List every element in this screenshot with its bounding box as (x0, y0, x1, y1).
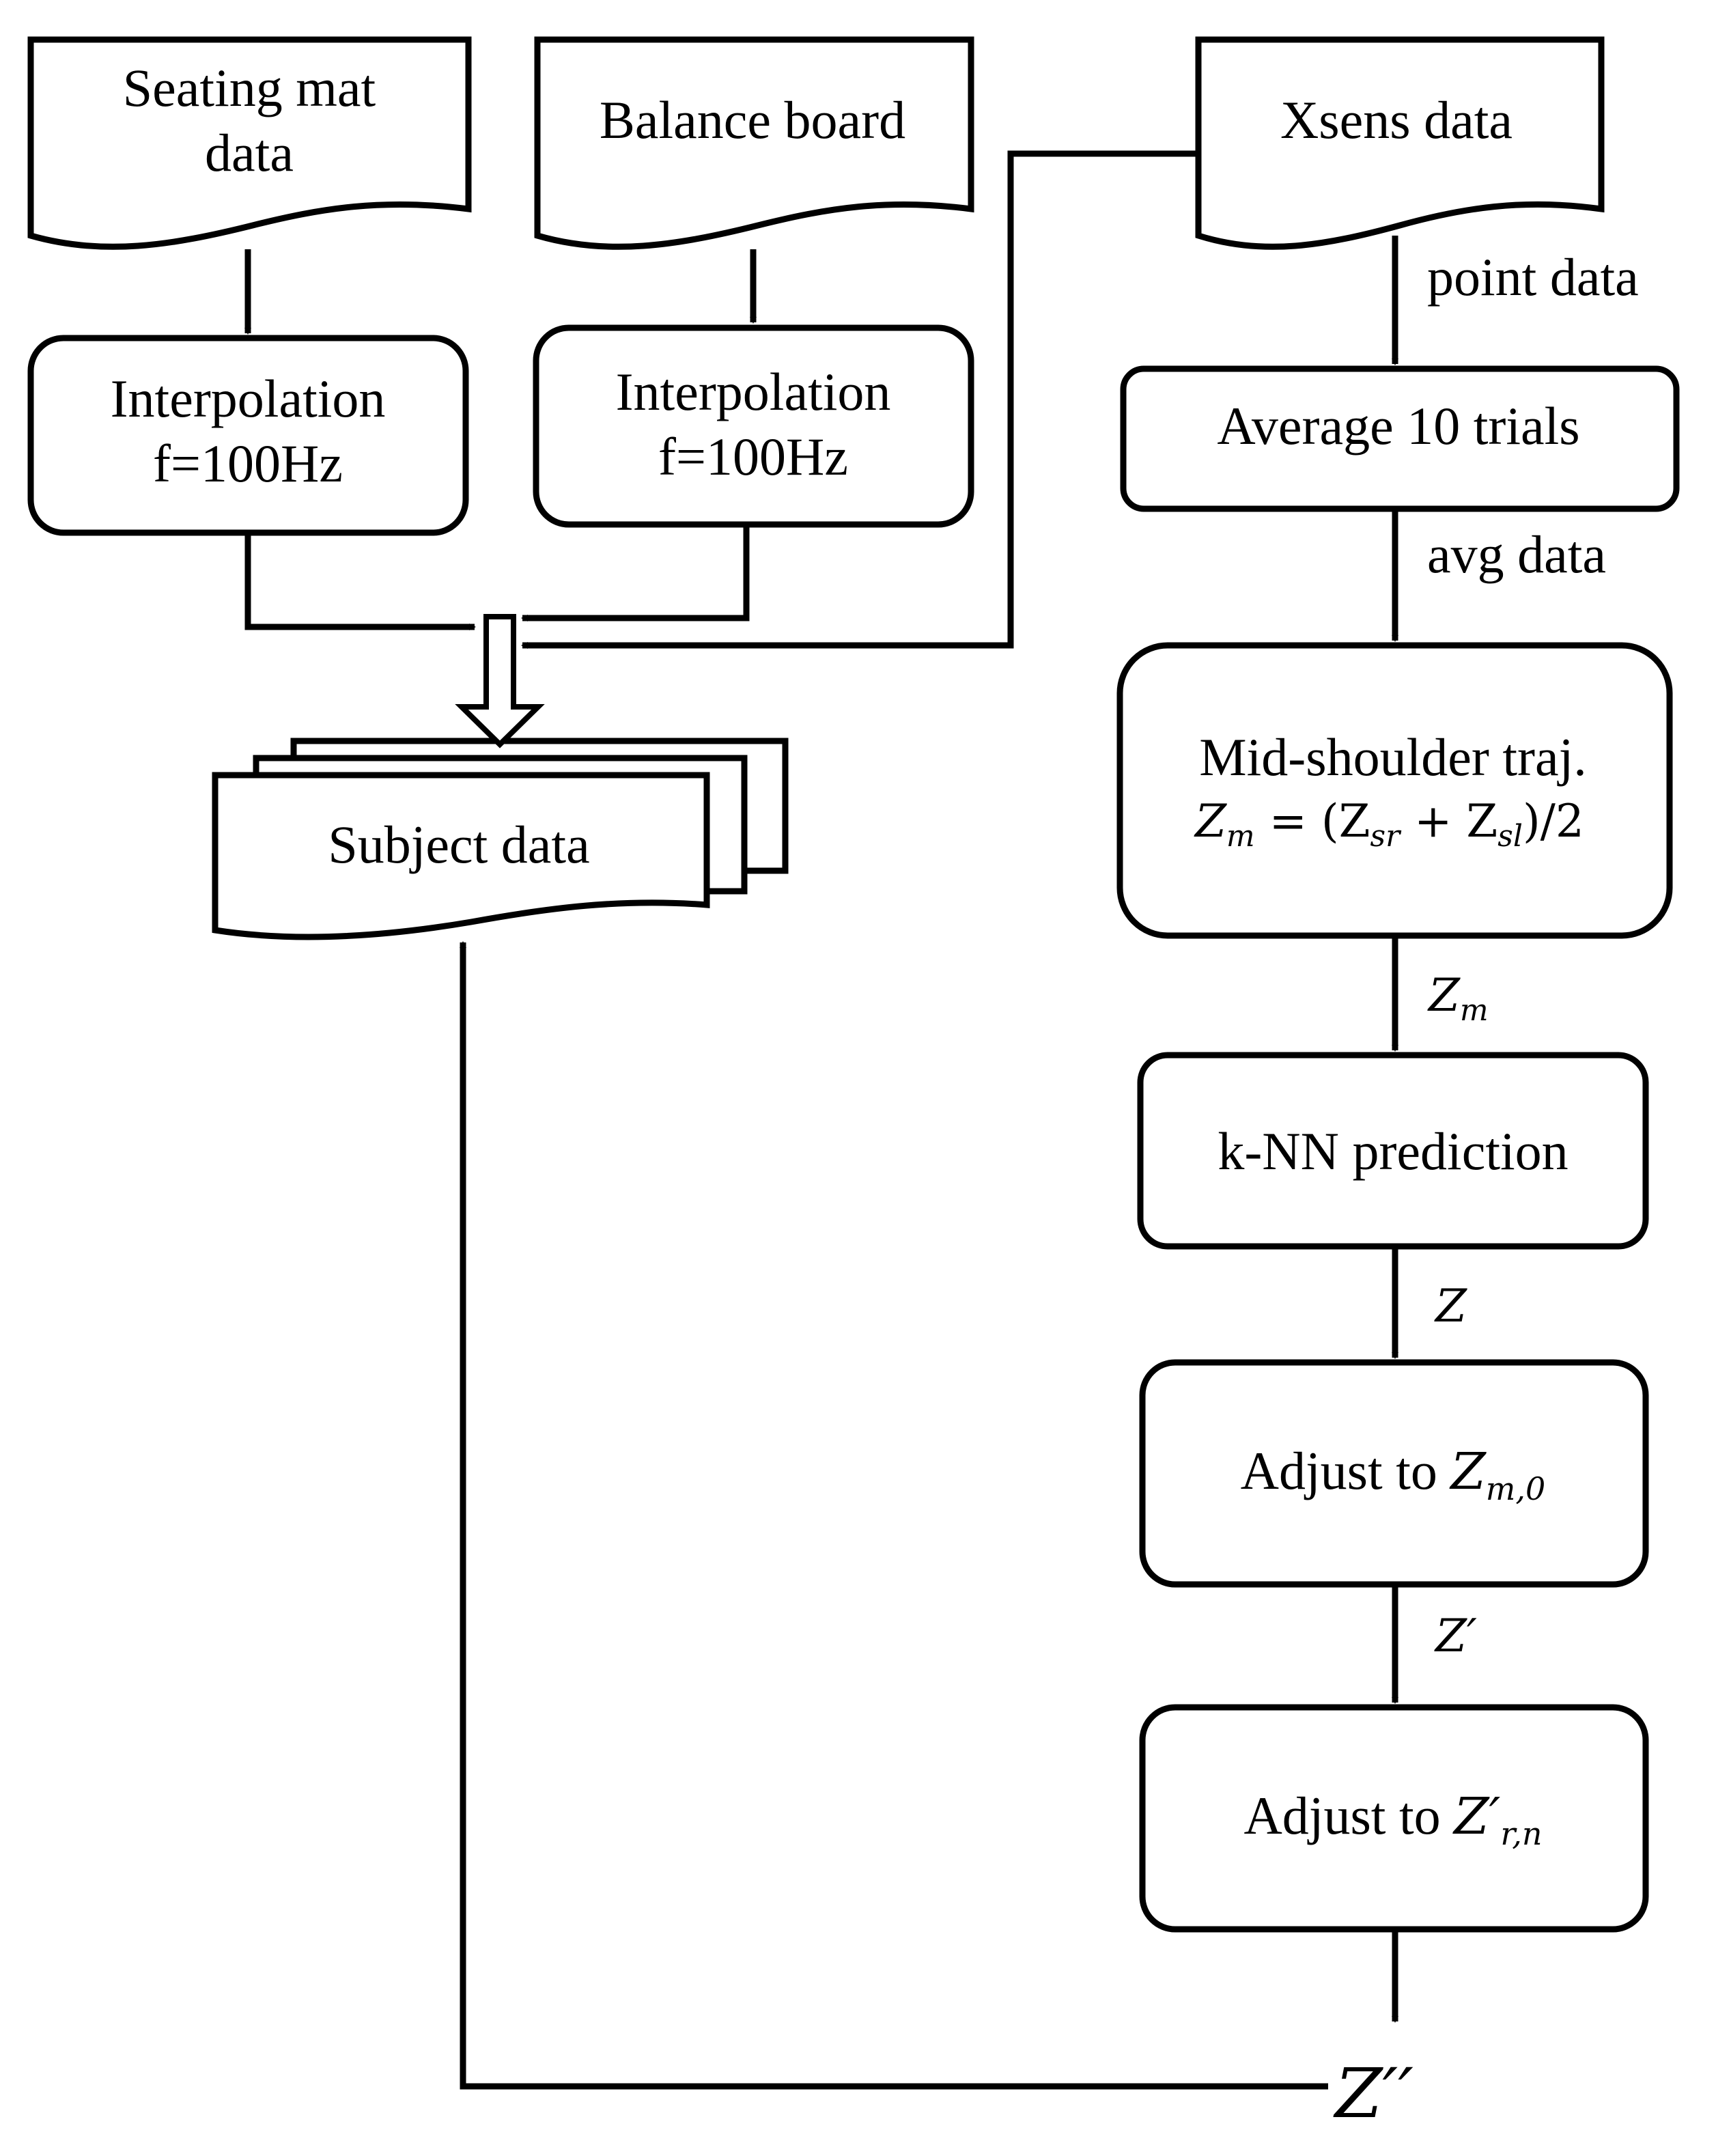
interp-seating-line2: f=100Hz (153, 434, 343, 493)
edge-label-z-prime: Z′ (1434, 1610, 1477, 1662)
seating-mat-label-line2: data (205, 123, 294, 182)
adjust-zm0-label: Adjust to Zm,0 (1241, 1441, 1546, 1507)
edge-interp-seating-to-merge (244, 533, 476, 630)
adjust-zrn-node: Adjust to Z′r,n (1139, 1704, 1649, 1933)
subject-data-node: Subject data (212, 738, 789, 940)
average-trials-node: Average 10 trials (1120, 365, 1680, 512)
edge-label-zm: Zm (1427, 969, 1489, 1028)
average-trials-label: Average 10 trials (1217, 396, 1579, 456)
edge-output-to-subject-data: Z′′ (460, 941, 1413, 2133)
edge-adjust-zm0-to-adjust-zrn: Z′ (1392, 1584, 1477, 1704)
interpolation-balance-node: Interpolation f=100Hz (533, 324, 974, 528)
edge-label-point-data: point data (1427, 247, 1639, 307)
seating-mat-data-node: Seating mat data (27, 36, 472, 250)
merge-arrow (455, 614, 545, 748)
edge-label-z: Z (1434, 1280, 1467, 1332)
mid-shoulder-title: Mid-shoulder traj. (1199, 727, 1587, 787)
edge-xsens-to-average: point data (1392, 236, 1639, 365)
subject-data-label: Subject data (328, 815, 589, 874)
edge-knn-to-adjust-zm0: Z (1392, 1246, 1467, 1359)
edge-average-to-midshoulder: avg data (1392, 509, 1606, 642)
balance-board-label: Balance board (600, 90, 905, 150)
edge-xsens-to-merge (521, 150, 1198, 649)
mid-shoulder-node: Mid-shoulder traj. Zm = (Zsr + Zsl)/2 (1116, 642, 1673, 939)
interp-seating-line1: Interpolation (111, 369, 386, 428)
knn-prediction-node: k-NN prediction (1137, 1052, 1649, 1250)
knn-prediction-label: k-NN prediction (1218, 1121, 1568, 1181)
edge-label-avg-data: avg data (1427, 524, 1606, 584)
interp-balance-line1: Interpolation (616, 362, 891, 421)
adjust-zrn-label: Adjust to Z′r,n (1243, 1786, 1542, 1852)
edge-interp-balance-to-merge (521, 524, 750, 621)
seating-mat-label-line1: Seating mat (123, 58, 376, 117)
xsens-data-node: Xsens data (1195, 36, 1605, 250)
interp-balance-line2: f=100Hz (658, 427, 848, 486)
edge-midshoulder-to-knn: Zm (1392, 936, 1489, 1052)
interpolation-seating-node: Interpolation f=100Hz (27, 335, 469, 536)
adjust-zm0-node: Adjust to Zm,0 (1139, 1359, 1649, 1588)
xsens-data-label: Xsens data (1280, 90, 1513, 150)
balance-board-node: Balance board (534, 36, 974, 250)
mid-shoulder-equation: Zm = (Zsr + Zsl)/2 (1194, 795, 1584, 854)
output-z-double-prime: Z′′ (1333, 2054, 1413, 2133)
